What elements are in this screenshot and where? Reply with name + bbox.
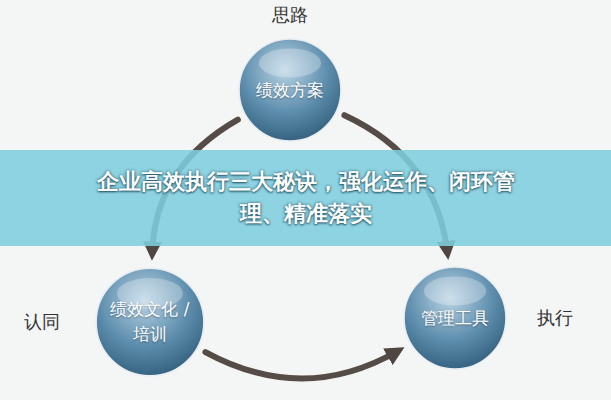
curved-arrow	[205, 351, 397, 378]
node-text: 管理工具	[418, 306, 493, 331]
circle-node: 绩效方案	[238, 38, 342, 142]
circle-node: 绩效文化 /培训	[95, 267, 205, 377]
circle-node: 管理工具	[403, 266, 507, 370]
node-text: 绩效文化 /培训	[110, 297, 190, 346]
title: 企业高效执行三大秘诀，强化运作、闭环管理、精准落实	[86, 166, 526, 230]
title-banner: 企业高效执行三大秘诀，强化运作、闭环管理、精准落实	[0, 150, 611, 246]
node-text: 绩效方案	[253, 78, 328, 103]
stage-label: 认同	[24, 310, 60, 334]
sphere-shape	[95, 267, 205, 377]
stage-label: 执行	[537, 306, 573, 330]
stage-label: 思路	[272, 3, 308, 27]
